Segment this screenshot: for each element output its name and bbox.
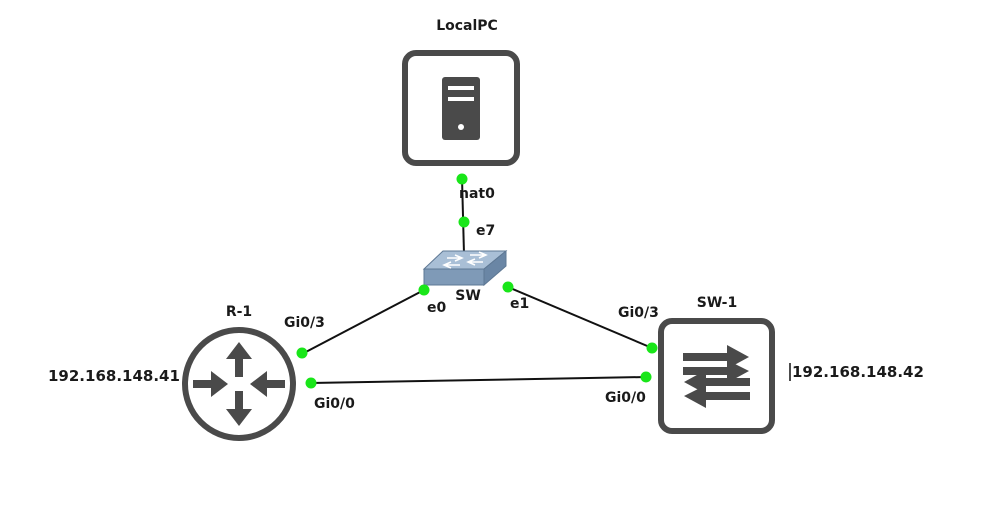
port-dot-sw1-gi03[interactable]	[646, 342, 658, 354]
port-label-nat0: nat0	[459, 186, 495, 202]
node-localpc[interactable]	[402, 50, 520, 166]
link-sw-sw1[interactable]	[507, 286, 653, 349]
node-ip-r1: 192.168.148.41	[48, 367, 180, 385]
node-ip-sw1: 192.168.148.42	[792, 363, 924, 381]
port-label-sw1-gi03: Gi0/3	[618, 305, 659, 321]
port-dot-e0[interactable]	[418, 284, 430, 296]
node-r1[interactable]	[182, 327, 296, 441]
node-frame	[182, 327, 296, 441]
port-label-e1: e1	[510, 296, 529, 312]
port-dot-e1[interactable]	[502, 281, 514, 293]
router-icon	[193, 342, 285, 426]
node-sw[interactable]	[422, 249, 508, 287]
server-icon	[442, 77, 480, 140]
port-dot-r1-gi00[interactable]	[305, 377, 317, 389]
multilayer-switch-icon	[683, 345, 750, 408]
ethernet-switch-icon	[422, 249, 508, 287]
port-label-r1-gi03: Gi0/3	[284, 315, 325, 331]
node-label-sw: SW	[455, 288, 481, 304]
port-dot-e7[interactable]	[458, 216, 470, 228]
node-label-localpc: LocalPC	[436, 18, 498, 34]
port-label-e0: e0	[427, 300, 446, 316]
link-r1-sw1[interactable]	[310, 376, 647, 384]
node-sw1[interactable]	[658, 318, 775, 434]
node-label-r1: R-1	[226, 304, 252, 320]
link-localpc-sw[interactable]	[461, 177, 465, 255]
port-dot-r1-gi03[interactable]	[296, 347, 308, 359]
port-label-sw1-gi00: Gi0/0	[605, 390, 646, 406]
port-label-r1-gi00: Gi0/0	[314, 396, 355, 412]
node-label-sw1: SW-1	[697, 295, 737, 311]
node-frame	[658, 318, 775, 434]
port-dot-sw1-gi00[interactable]	[640, 371, 652, 383]
port-label-e7: e7	[476, 223, 495, 239]
link-sw-r1[interactable]	[301, 289, 425, 355]
port-dot-nat0[interactable]	[456, 173, 468, 185]
